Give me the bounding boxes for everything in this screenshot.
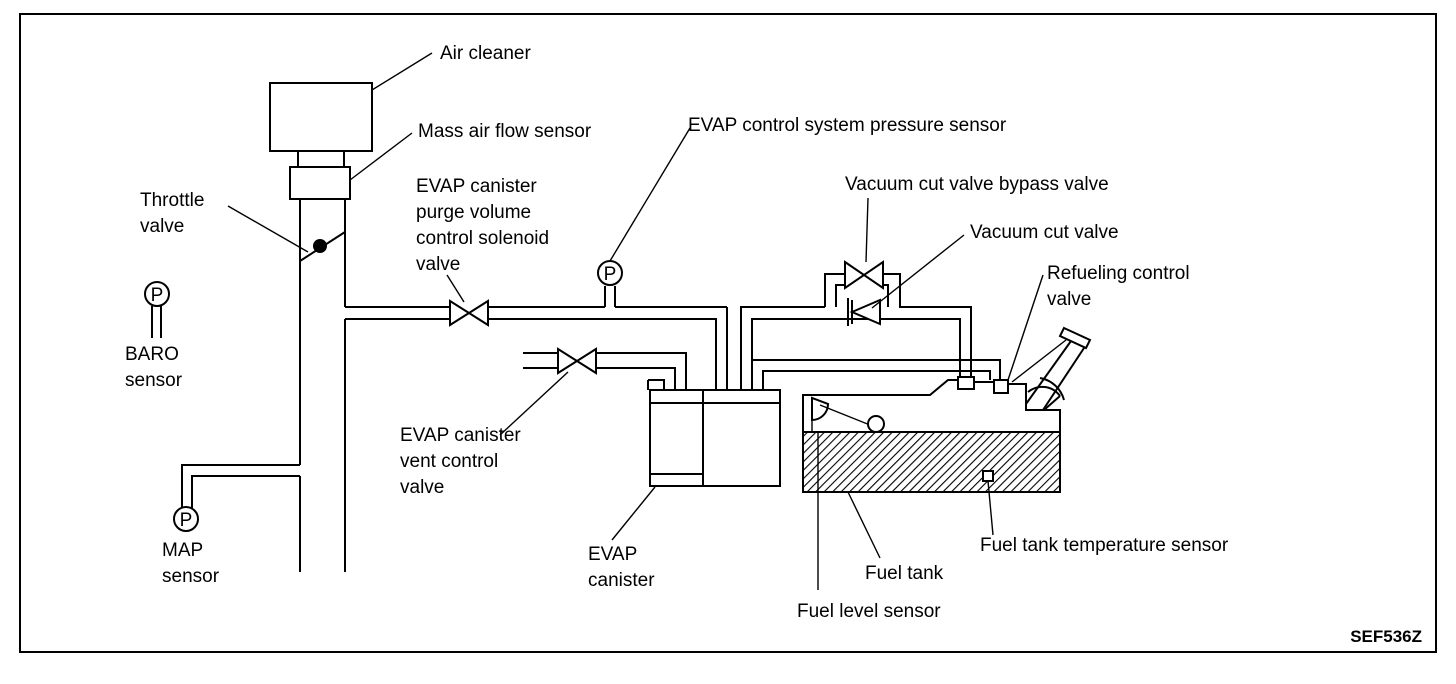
- baro-sensor-label-line1: BARO: [125, 344, 179, 365]
- vent-valve-label-line1: EVAP canister: [400, 425, 521, 446]
- baro-sensor-assembly: P: [144, 281, 170, 338]
- purge-volume-control-valve-label: EVAP canister purge volume control solen…: [416, 176, 554, 275]
- map-sensor-label-line1: MAP: [162, 540, 203, 561]
- evap-canister: [649, 389, 781, 487]
- refueling-control-valve-label: Refueling control valve: [1047, 263, 1195, 310]
- vacuum-cut-valve: [847, 298, 881, 326]
- vent-control-valve: [557, 347, 597, 375]
- mass-air-flow-sensor-body: [289, 166, 351, 200]
- evap-canister-label: EVAP canister: [588, 544, 655, 591]
- refueling-control-valve-body: [993, 379, 1009, 394]
- bypass-valve-label: Vacuum cut valve bypass valve: [845, 174, 1109, 195]
- purge-valve-label-line1: EVAP canister: [416, 176, 537, 197]
- map-sensor-assembly: P: [173, 464, 300, 532]
- canister-label-line1: EVAP: [588, 544, 637, 565]
- intake-assembly: [269, 82, 373, 572]
- baro-sensor-symbol: [144, 281, 170, 307]
- leader-lines: [227, 52, 1044, 590]
- baro-sensor-label: BARO sensor: [125, 344, 184, 391]
- air-cleaner-neck: [297, 150, 345, 168]
- vent-control-valve-label: EVAP canister vent control valve: [400, 425, 526, 498]
- fuel-level-float: [867, 415, 885, 433]
- vent-valve-label-line3: valve: [400, 477, 444, 498]
- fuel-tank-temperature-sensor-label: Fuel tank temperature sensor: [980, 535, 1229, 556]
- vent-line: [523, 347, 687, 390]
- baro-sensor-p: P: [151, 285, 164, 306]
- throttle-valve-label-line1: Throttle: [140, 190, 204, 211]
- refueling-valve-label-line2: valve: [1047, 289, 1091, 310]
- tank-return-lines: [740, 273, 1001, 390]
- fuel-level-sensor-head: [811, 396, 830, 422]
- diagram-frame: [19, 13, 1437, 653]
- vacuum-cut-valve-label: Vacuum cut valve: [970, 222, 1119, 243]
- map-sensor-symbol: [173, 506, 199, 532]
- map-sensor-label-line2: sensor: [162, 566, 220, 587]
- air-cleaner-label: Air cleaner: [440, 43, 531, 64]
- pressure-sensor-p: P: [604, 264, 617, 285]
- map-sensor-label: MAP sensor: [162, 540, 220, 587]
- fuel-tank-temperature-sensor-body: [982, 470, 994, 482]
- filler-neck: [1011, 326, 1092, 411]
- refueling-valve-label-line1: Refueling control: [1047, 263, 1190, 284]
- fuel-tank: [802, 379, 1061, 493]
- figure-code: SEF536Z: [1350, 627, 1422, 646]
- vacuum-cut-connector: [957, 376, 975, 390]
- fuel-level-sensor-label: Fuel level sensor: [797, 601, 941, 622]
- throttle-valve-label-line2: valve: [140, 216, 184, 237]
- vacuum-cut-valve-bypass-valve: [844, 260, 884, 290]
- purge-valve-label-line3: control solenoid: [416, 228, 549, 249]
- baro-sensor-label-line2: sensor: [125, 370, 183, 391]
- map-sensor-p: P: [180, 510, 193, 531]
- pressure-sensor-label: EVAP control system pressure sensor: [688, 115, 1007, 136]
- purge-volume-control-valve: [449, 299, 489, 327]
- mass-air-flow-sensor-label: Mass air flow sensor: [418, 121, 592, 142]
- vent-valve-label-line2: vent control: [400, 451, 498, 472]
- purge-valve-label-line2: purge volume: [416, 202, 531, 223]
- canister-label-line2: canister: [588, 570, 655, 591]
- fuel-tank-label: Fuel tank: [865, 563, 944, 584]
- throttle-pivot: [313, 239, 327, 253]
- air-cleaner-box: [269, 82, 373, 152]
- throttle-valve-label: Throttle valve: [140, 190, 210, 237]
- purge-valve-label-line4: valve: [416, 254, 460, 275]
- purge-line: P: [345, 260, 728, 390]
